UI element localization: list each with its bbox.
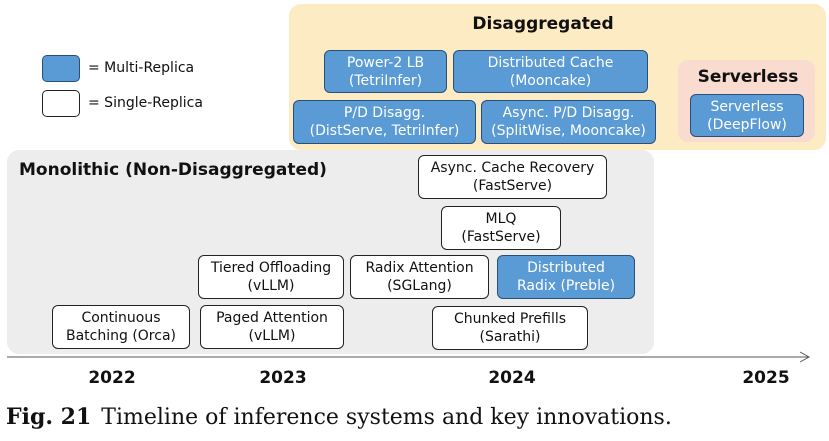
chunked-prefills-box: Chunked Prefills (Sarathi) — [432, 306, 588, 350]
monolithic-title: Monolithic (Non-Disaggregated) — [19, 160, 327, 180]
distributed-cache-box: Distributed Cache (Mooncake) — [453, 50, 648, 93]
distributed-radix-line2: Radix (Preble) — [516, 278, 616, 294]
continuous-batching-line2: Batching (Orca) — [65, 328, 176, 344]
paged-attention-line2: (vLLM) — [248, 328, 296, 344]
pd-disagg-box: P/D Disagg. (DistServe, TetriInfer) — [293, 100, 476, 144]
async-pd-disagg-line1: Async. P/D Disagg. — [502, 105, 635, 121]
distributed-cache-line1: Distributed Cache — [487, 54, 614, 71]
serverless-line2: (DeepFlow) — [707, 116, 787, 133]
tiered-offloading-line1: Tiered Offloading — [210, 260, 332, 276]
year-2025-label: 2025 — [742, 368, 790, 388]
mlq-line2: (FastServe) — [461, 229, 541, 245]
async-cache-recovery-line1: Async. Cache Recovery — [430, 160, 595, 176]
continuous-batching-line1: Continuous — [81, 310, 161, 326]
continuous-batching-box: Continuous Batching (Orca) — [52, 305, 190, 349]
tiered-offloading-box: Tiered Offloading (vLLM) — [198, 255, 344, 299]
async-cache-recovery-box: Async. Cache Recovery (FastServe) — [418, 155, 607, 199]
async-cache-recovery-line2: (FastServe) — [472, 178, 553, 194]
async-pd-disagg-box: Async. P/D Disagg. (SplitWise, Mooncake) — [481, 100, 656, 144]
power2-lb-box: Power-2 LB (TetriInfer) — [324, 50, 447, 93]
async-pd-disagg-line2: (SplitWise, Mooncake) — [491, 123, 646, 139]
serverless-title: Serverless — [697, 67, 799, 87]
radix-attention-box: Radix Attention (SGLang) — [350, 255, 489, 299]
chunked-prefills-line2: (Sarathi) — [479, 329, 541, 345]
year-2023-label: 2023 — [259, 368, 307, 388]
caption-text: Timeline of inference systems and key in… — [101, 405, 672, 430]
tiered-offloading-line2: (vLLM) — [247, 278, 295, 294]
distributed-radix-box: Distributed Radix (Preble) — [497, 255, 635, 299]
figure-caption: Fig. 21 Timeline of inference systems and… — [6, 404, 672, 430]
radix-attention-line1: Radix Attention — [365, 260, 474, 276]
legend-multi-label: = Multi-Replica — [88, 60, 195, 76]
power2-lb-line1: Power-2 LB — [346, 54, 425, 71]
year-2022-label: 2022 — [88, 368, 136, 388]
legend-single-swatch — [42, 90, 80, 117]
radix-attention-line2: (SGLang) — [387, 278, 452, 294]
serverless-line1: Serverless — [710, 98, 784, 115]
legend-single-label: = Single-Replica — [88, 95, 203, 111]
caption-label: Fig. 21 — [6, 404, 92, 430]
pd-disagg-line2: (DistServe, TetriInfer) — [309, 123, 460, 139]
mlq-box: MLQ (FastServe) — [441, 206, 561, 250]
paged-attention-box: Paged Attention (vLLM) — [200, 305, 344, 349]
serverless-box: Serverless (DeepFlow) — [690, 94, 804, 137]
year-2024-label: 2024 — [488, 368, 536, 388]
chunked-prefills-line1: Chunked Prefills — [453, 311, 567, 327]
legend-multi-swatch — [42, 55, 80, 82]
pd-disagg-line1: P/D Disagg. — [343, 105, 426, 121]
mlq-line1: MLQ — [485, 211, 517, 227]
paged-attention-line1: Paged Attention — [216, 310, 328, 326]
power2-lb-line2: (TetriInfer) — [348, 72, 423, 89]
distributed-cache-line2: (Mooncake) — [509, 72, 592, 89]
distributed-radix-line1: Distributed — [527, 260, 605, 276]
disaggregated-title: Disaggregated — [472, 14, 614, 34]
